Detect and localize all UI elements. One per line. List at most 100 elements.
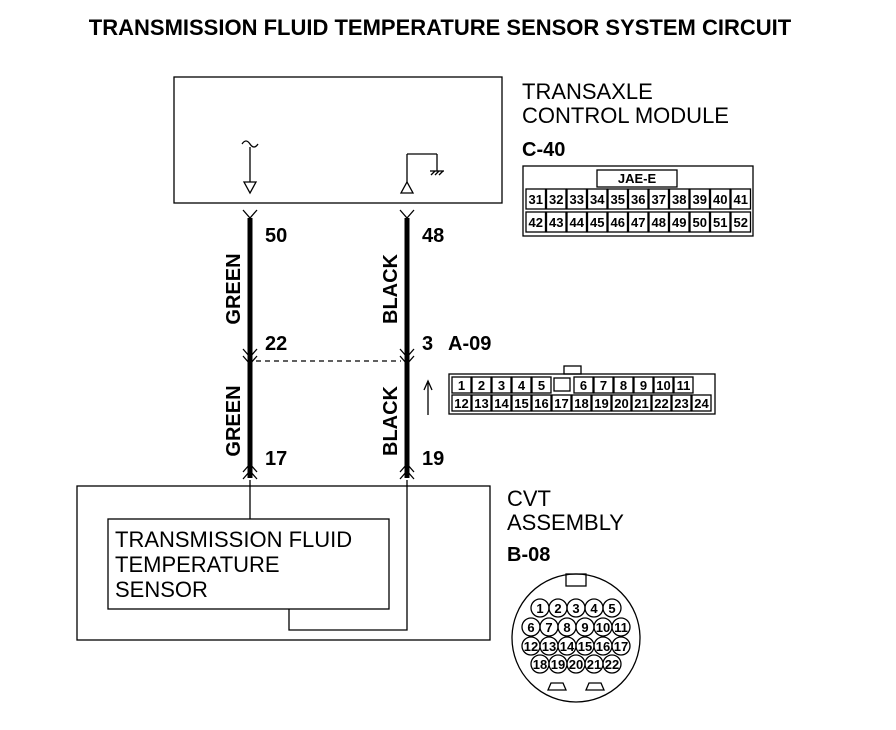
connector-pin-cell	[668, 188, 690, 210]
connector-pin-label: 7	[600, 378, 607, 393]
terminal-tcm-left: 50	[265, 225, 287, 247]
arrow-up-icon	[423, 379, 433, 415]
connector-pin-cell	[689, 211, 711, 233]
connector-pin-label: 1	[458, 378, 465, 393]
connector-pin-cell	[607, 211, 629, 233]
wire-color-black-lower: BLACK	[380, 385, 402, 456]
connector-pin-cell	[545, 188, 567, 210]
connector-pin-label: 47	[631, 215, 645, 230]
connector-pin-cell	[451, 376, 472, 394]
intermediate-code: A-09	[448, 333, 491, 355]
connector-pin-label: 2	[478, 378, 485, 393]
connector-pin-label: 18	[574, 396, 588, 411]
connector-pin-cell	[573, 376, 594, 394]
cvt-label-line1: CVT	[507, 486, 551, 511]
connector-pin-label: 41	[734, 192, 748, 207]
connector-pin-label: 8	[620, 378, 627, 393]
connector-pin-label: 35	[611, 192, 625, 207]
connector-pin-label: 2	[554, 601, 561, 616]
connector-pin-label: 14	[494, 396, 509, 411]
connector-pin-label: 37	[652, 192, 666, 207]
connector-pin-label: 33	[570, 192, 584, 207]
wire-color-black-upper: BLACK	[380, 253, 402, 324]
connector-pin-label: 18	[533, 657, 547, 672]
chevron-icon	[399, 348, 415, 358]
chevron-icon	[242, 355, 258, 365]
connector-pin-cell	[648, 211, 670, 233]
connector-pin-label: 16	[534, 396, 548, 411]
connector-pin-label: 16	[596, 639, 610, 654]
sensor-label-line3: SENSOR	[115, 577, 208, 602]
terminal-tcm-right: 48	[422, 225, 444, 247]
connector-pin-label: 4	[518, 378, 526, 393]
connector-pin-cell	[607, 188, 629, 210]
connector-pin-cell	[691, 394, 712, 412]
connector-pin-cell	[671, 394, 692, 412]
tcm-ground-symbol	[399, 153, 444, 194]
connector-pin-label: 3	[572, 601, 579, 616]
connector-key	[553, 377, 571, 392]
connector-pin-label: 22	[605, 657, 619, 672]
connector-pin-circle	[602, 654, 622, 674]
connector-pin-label: 36	[631, 192, 645, 207]
connector-pin-cell	[633, 376, 654, 394]
connector-pin-cell	[651, 394, 672, 412]
connector-pin-cell	[730, 211, 752, 233]
connector-pin-label: 34	[590, 192, 605, 207]
connector-pin-label: 43	[549, 215, 563, 230]
connector-pin-circle	[611, 617, 631, 637]
connector-pin-cell	[531, 376, 552, 394]
connector-pin-label: 46	[611, 215, 625, 230]
sensor-lead-right	[288, 480, 408, 631]
connector-pin-label: 5	[538, 378, 545, 393]
cvt-code: B-08	[507, 544, 550, 566]
sensor-box	[107, 518, 390, 610]
connector-pin-circle	[602, 598, 622, 618]
chevron-icon	[242, 463, 258, 473]
connector-pin-cell	[566, 188, 588, 210]
connector-pin-label: 39	[693, 192, 707, 207]
connector-pin-label: 19	[594, 396, 608, 411]
terminal-cvt-right: 19	[422, 448, 444, 470]
connector-pin-cell	[709, 211, 731, 233]
connector-pin-label: 24	[694, 396, 709, 411]
connector-pin-label: 13	[542, 639, 556, 654]
connector-pin-cell	[591, 394, 612, 412]
connector-pin-cell	[491, 376, 512, 394]
connector-pin-label: 52	[734, 215, 748, 230]
wire-color-green-lower: GREEN	[223, 385, 245, 456]
connector-pin-cell	[673, 376, 694, 394]
connector-pin-label: 19	[551, 657, 565, 672]
connector-pin-label: 11	[677, 378, 691, 393]
connector-pin-label: 13	[474, 396, 488, 411]
connector-pin-cell	[631, 394, 652, 412]
connector-pin-label: 6	[527, 620, 534, 635]
connector-pin-label: 17	[554, 396, 568, 411]
connector-pin-label: 10	[656, 378, 670, 393]
connector-pin-circle	[611, 636, 631, 656]
connector-pin-label: 5	[608, 601, 615, 616]
connector-pin-cell	[668, 211, 690, 233]
chevron-icon	[399, 463, 415, 473]
sensor-label-line1: TRANSMISSION FLUID	[115, 527, 352, 552]
connector-pin-cell	[648, 188, 670, 210]
chevron-icon	[242, 470, 258, 480]
connector-pin-cell	[611, 394, 632, 412]
connector-pin-label: 32	[549, 192, 563, 207]
connector-pin-label: 15	[514, 396, 528, 411]
connector-pin-cell	[471, 376, 492, 394]
connector-pin-cell	[586, 188, 608, 210]
connector-pin-label: 48	[652, 215, 666, 230]
connector-pin-label: 44	[570, 215, 585, 230]
connector-pin-cell	[730, 188, 752, 210]
connector-pin-label: 21	[634, 396, 648, 411]
connector-pin-label: 20	[614, 396, 628, 411]
terminal-cvt-left: 17	[265, 448, 287, 470]
connector-pin-cell	[551, 394, 572, 412]
tcm-label-line1: TRANSAXLE	[522, 79, 653, 104]
chevron-icon	[242, 209, 258, 219]
connector-pin-label: 50	[693, 215, 707, 230]
connector-pin-cell	[511, 376, 532, 394]
